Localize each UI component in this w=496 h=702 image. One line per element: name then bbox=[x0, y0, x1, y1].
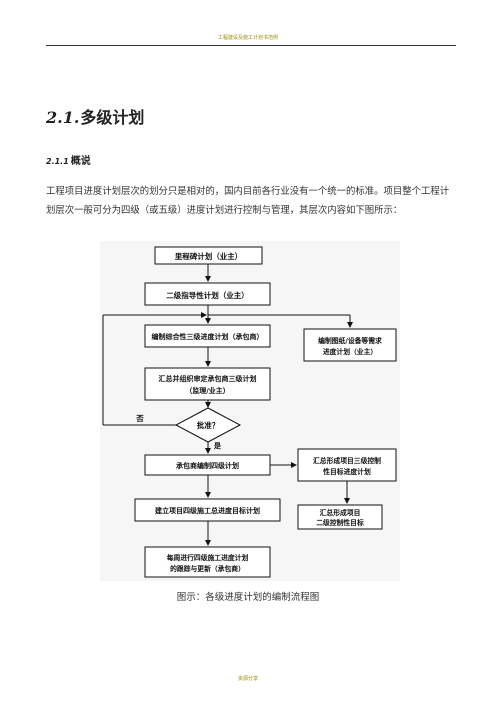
box-summary-level2-target-line2: 二级控制性目标 bbox=[316, 518, 364, 527]
box-drawing-equipment-plan-line1: 编制图纸/设备等需求 bbox=[318, 336, 382, 345]
figure-caption: 图示：各级进度计划的编制流程图 bbox=[176, 592, 320, 603]
subsection-title: 概说 bbox=[70, 156, 91, 167]
box-summary-level2-target-line1: 汇总形成项目 bbox=[320, 508, 361, 517]
decision-approve-label: 批准？ bbox=[197, 420, 220, 430]
flowchart: 里程碑计划（业主） 二级指导性计划（业主） 编制综合性三级进度计划（承包商） 编… bbox=[0, 235, 496, 585]
label-yes: 是 bbox=[213, 441, 222, 450]
box-level2-plan-label: 二级指导性计划（业主） bbox=[166, 290, 249, 300]
box-review-level3-line2: （监理/业主） bbox=[185, 386, 230, 395]
page-header: 工程建设及施工计划书范例 bbox=[217, 35, 278, 41]
box-drawing-equipment-plan bbox=[303, 328, 397, 362]
box-milestone-plan-label: 里程碑计划（业主） bbox=[175, 251, 243, 261]
flowchart-svg: 里程碑计划（业主） 二级指导性计划（业主） 编制综合性三级进度计划（承包商） 编… bbox=[100, 241, 400, 581]
box-summary-level3-target-line1: 汇总形成项目三级控制 bbox=[313, 456, 381, 465]
label-no: 否 bbox=[135, 414, 144, 423]
box-weekly-tracking-line1: 每周进行四级施工进度计划 bbox=[167, 553, 249, 562]
box-review-level3-line1: 汇总并组织审定承包商三级计划 bbox=[159, 374, 257, 383]
box-summary-level3-target bbox=[297, 448, 397, 482]
section-title: 多级计划 bbox=[80, 108, 145, 127]
page-footer: 资源分享 bbox=[237, 676, 258, 682]
box-summary-level3-target-line2: 性目标进度计划 bbox=[323, 467, 371, 476]
section-number: 2.1. bbox=[46, 108, 80, 127]
box-weekly-tracking-line2: 的跟踪与更新（承包商） bbox=[170, 564, 245, 573]
box-level3-plan-label: 编制综合性三级进度计划（承包商） bbox=[152, 332, 264, 341]
box-drawing-equipment-plan-line2: 进度计划（业主） bbox=[323, 347, 377, 356]
box-level4-plan-label: 承包商编制四级计划 bbox=[176, 461, 239, 470]
header-rule bbox=[46, 45, 456, 46]
body-paragraph: 工程项目进度计划层次的划分只是相对的，国内目前各行业没有一个统一的标准。项目整个… bbox=[46, 186, 450, 216]
section-heading: 2.1.多级计划 bbox=[46, 104, 144, 128]
box-level4-master-plan-label: 建立项目四级施工总进度目标计划 bbox=[155, 506, 260, 515]
box-summary-level2-target bbox=[297, 504, 383, 530]
box-weekly-tracking bbox=[144, 546, 271, 578]
subsection-number: 2.1.1 bbox=[46, 157, 69, 166]
box-review-level3 bbox=[144, 367, 271, 401]
